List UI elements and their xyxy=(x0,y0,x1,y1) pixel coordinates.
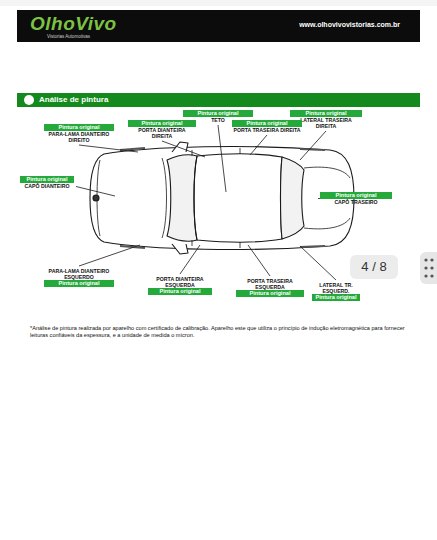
leader-line xyxy=(300,131,326,160)
leader-line xyxy=(300,246,336,280)
website-url: www.olhovivovistorias.com.br xyxy=(299,21,400,29)
bullet-dot xyxy=(23,94,35,106)
page-indicator: 4 / 8 xyxy=(350,255,398,279)
section-title: Análise de pintura xyxy=(39,95,108,105)
logo-subtitle: Vistorias Automotivas xyxy=(47,34,90,39)
status-badge: Pintura original xyxy=(312,294,360,301)
status-badge: Pintura original xyxy=(128,120,196,127)
part-name: LATERAL TR. ESQUERD. xyxy=(312,282,360,294)
part-label: Pintura originalPORTA TRASEIRA DIREITA xyxy=(232,120,302,133)
status-badge: Pintura original xyxy=(183,110,253,117)
menu-button xyxy=(420,252,437,284)
section-band: Análise de pintura xyxy=(17,93,420,107)
logo-text: OlhoVivo xyxy=(30,14,117,34)
part-label: PARA-LAMA DIANTEIRO ESQUERDOPintura orig… xyxy=(44,268,114,287)
leader-line xyxy=(248,245,270,276)
leader-line xyxy=(79,145,138,152)
status-badge: Pintura original xyxy=(320,192,392,199)
part-label: Pintura originalPARA-LAMA DIANTEIRO DIRE… xyxy=(44,124,114,143)
leader-line xyxy=(250,135,267,155)
status-badge: Pintura original xyxy=(290,110,362,117)
part-name: PARA-LAMA DIANTEIRO ESQUERDO xyxy=(44,268,114,280)
part-name: PARA-LAMA DIANTEIRO DIREITO xyxy=(44,131,114,143)
leader-line xyxy=(180,245,200,274)
footnote: *Análise de pintura realizada por aparel… xyxy=(30,325,415,339)
status-badge: Pintura original xyxy=(20,176,74,183)
top-strip xyxy=(0,0,437,6)
leader-line xyxy=(162,141,205,157)
part-label: Pintura originalCAPÔ TRASEIRO xyxy=(320,192,392,205)
part-name: PORTA TRASEIRA DIREITA xyxy=(232,127,302,133)
part-name: PORTA DIANTEIRA DIREITA xyxy=(128,127,196,139)
part-name: CAPÔ TRASEIRO xyxy=(320,199,392,205)
leader-line xyxy=(79,245,140,266)
part-label: PORTA TRASEIRA ESQUERDAPintura original xyxy=(236,278,304,297)
part-name: PORTA TRASEIRA ESQUERDA xyxy=(236,278,304,290)
header-band: OlhoVivoVistorias Automotivas www.olhoviv… xyxy=(17,10,420,42)
status-badge: Pintura original xyxy=(232,120,302,127)
leader-line xyxy=(76,187,115,197)
part-label: Pintura originalPORTA DIANTEIRA DIREITA xyxy=(128,120,196,139)
part-name: CAPÔ DIANTEIRO xyxy=(20,183,74,189)
status-badge: Pintura original xyxy=(148,288,212,295)
part-label: LATERAL TR. ESQUERD.Pintura original xyxy=(312,282,360,301)
part-label: PORTA DIANTEIRA ESQUERDAPintura original xyxy=(148,276,212,295)
status-badge: Pintura original xyxy=(236,290,304,297)
part-name: PORTA DIANTEIRA ESQUERDA xyxy=(148,276,212,288)
status-badge: Pintura original xyxy=(44,124,114,131)
status-badge: Pintura original xyxy=(44,280,114,287)
leader-line xyxy=(218,125,226,192)
part-label: Pintura originalCAPÔ DIANTEIRO xyxy=(20,176,74,189)
